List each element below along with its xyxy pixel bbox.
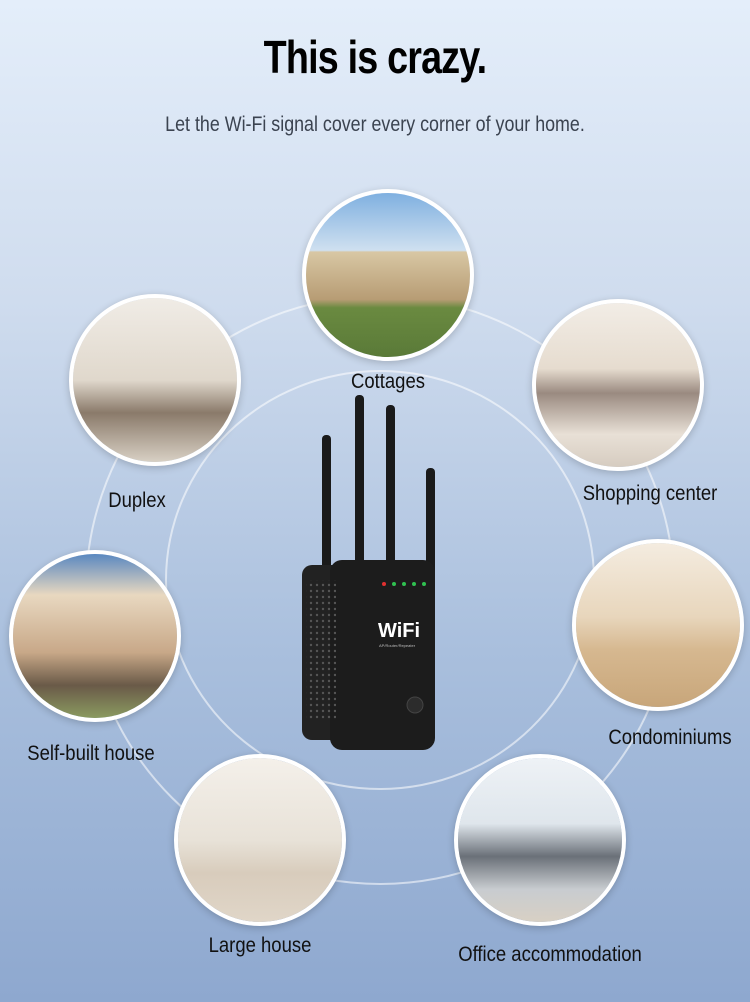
cottages-photo	[302, 189, 474, 361]
condominiums-label: Condominiums	[608, 726, 732, 749]
self-built-house-label: Self-built house	[27, 742, 155, 765]
wifi-repeater-device: WiFi AP/Router/Repeater	[290, 390, 450, 760]
duplex-label: Duplex	[108, 489, 166, 512]
status-led	[412, 582, 416, 586]
large-house-photo	[174, 754, 346, 926]
shopping-center-photo	[532, 299, 704, 471]
power-led	[382, 582, 386, 586]
led-indicators	[382, 582, 426, 586]
self-built-house-photo	[9, 550, 181, 722]
large-house-label: Large house	[208, 934, 312, 957]
office-label: Office accommodation	[458, 943, 642, 966]
status-led	[422, 582, 426, 586]
cottages-label: Cottages	[351, 370, 425, 393]
wifi-logo: WiFi	[378, 620, 421, 642]
status-led	[392, 582, 396, 586]
page-title: This is crazy.	[263, 31, 487, 83]
page-subtitle: Let the Wi-Fi signal cover every corner …	[165, 113, 585, 136]
office-photo	[454, 754, 626, 926]
device-model-text: AP/Router/Repeater	[379, 643, 416, 648]
duplex-photo	[69, 294, 241, 466]
condominiums-photo	[572, 539, 744, 711]
status-led	[402, 582, 406, 586]
shopping-center-label: Shopping center	[582, 482, 718, 505]
